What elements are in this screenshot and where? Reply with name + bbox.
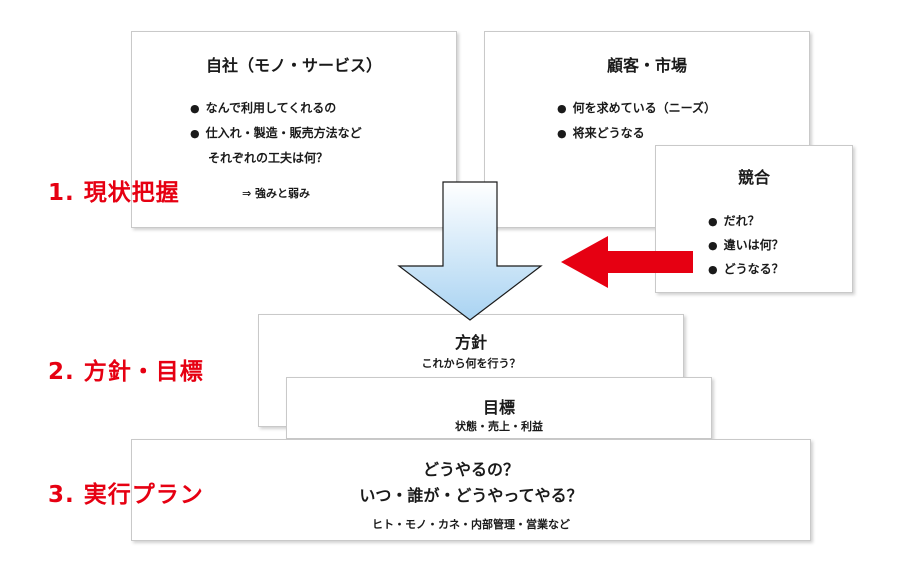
customer-market-item-2: 将来どうなる (557, 124, 645, 141)
customer-market-title: 顧客・市場 (606, 56, 687, 75)
own-company-item-2: 仕入れ・製造・販売方法など (190, 124, 362, 141)
down-arrow (397, 181, 543, 321)
competition-item-3: どうなる？ (708, 260, 784, 277)
competition-title: 競合 (737, 168, 770, 187)
plan-detail: ヒト・モノ・カネ・内部管理・営業など (372, 518, 570, 531)
own-company-title: 自社（モノ・サービス） (205, 56, 382, 75)
plan-line-2: いつ・誰が・どうやってやる？ (359, 486, 583, 505)
step-1-label: 1. 現状把握 (48, 180, 180, 206)
plan-line-1: どうやるの？ (422, 460, 519, 479)
competition-item-1: だれ？ (708, 212, 760, 229)
goal-subtitle: 状態・売上・利益 (455, 420, 543, 433)
own-company-continuation: それぞれの工夫は何？ (208, 151, 329, 165)
own-company-box: 自社（モノ・サービス） なんで利用してくれるの 仕入れ・製造・販売方法など それ… (131, 31, 457, 228)
goal-box: 目標 状態・売上・利益 (286, 377, 712, 439)
policy-subtitle: これから何を行う？ (421, 357, 521, 370)
competition-item-2: 違いは何？ (708, 236, 784, 253)
step-3-label: 3. 実行プラン (48, 482, 204, 508)
left-red-arrow (561, 236, 693, 288)
own-company-result: ⇒ 強みと弱み (242, 187, 311, 200)
step-2-label: 2. 方針・目標 (48, 359, 204, 385)
own-company-item-1: なんで利用してくれるの (190, 99, 337, 116)
policy-title: 方針 (454, 333, 487, 352)
plan-box: どうやるの？ いつ・誰が・どうやってやる？ ヒト・モノ・カネ・内部管理・営業など (131, 439, 811, 541)
goal-title: 目標 (482, 398, 515, 417)
customer-market-item-1: 何を求めている（ニーズ） (557, 99, 716, 116)
